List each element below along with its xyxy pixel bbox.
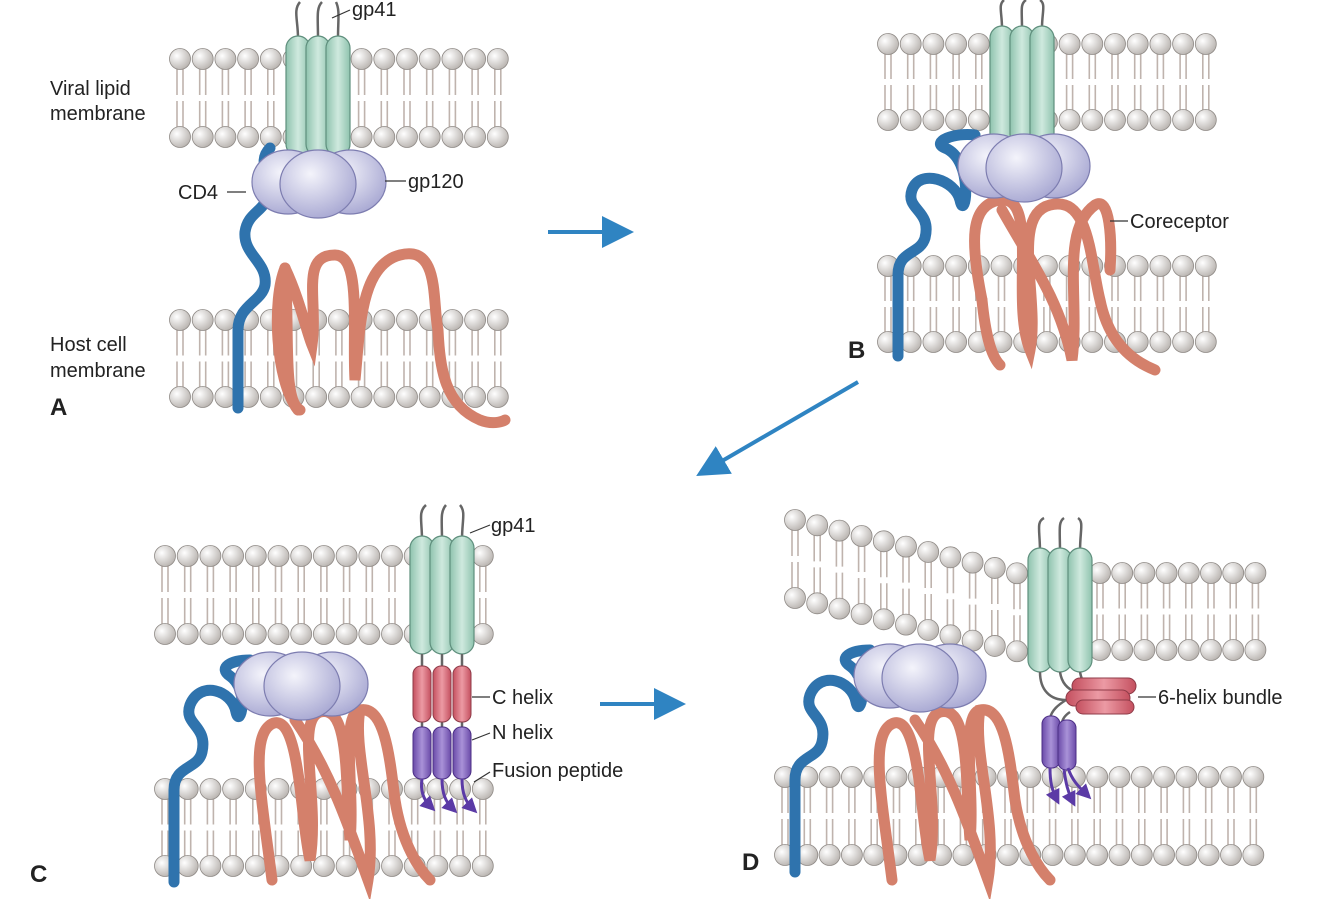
gp41-a <box>285 1 351 157</box>
cd4-label: CD4 <box>178 182 218 204</box>
cd4-d <box>789 644 876 878</box>
panel-b: Coreceptor B <box>848 0 1229 376</box>
gp41-d <box>1027 516 1093 702</box>
fusion-peptide-c <box>419 778 478 814</box>
panel-d: 6-helix bundle D <box>742 516 1283 899</box>
viral-membrane-label-line2: membrane <box>50 103 146 125</box>
c-helix-c <box>412 665 472 723</box>
gp120-label: gp120 <box>408 171 464 193</box>
coreceptor-d <box>873 704 1056 899</box>
gp120-b <box>957 133 1091 203</box>
panel-c: gp41 C helix N helix Fusion peptide C <box>30 504 623 899</box>
viral-membrane-d-right <box>1089 562 1267 661</box>
gp120-d <box>853 643 987 713</box>
coreceptor-label: Coreceptor <box>1130 211 1229 233</box>
panel-label-b: B <box>848 337 865 364</box>
panel-label-d: D <box>742 849 759 876</box>
n-helix-c <box>412 726 472 780</box>
host-membrane-label-line2: membrane <box>50 360 146 382</box>
coreceptor-b <box>969 194 1161 376</box>
panel-a: gp41 gp120 CD4 Viral lipid membrane Host… <box>50 0 511 429</box>
gp41-c <box>409 504 475 728</box>
gp120-a <box>251 149 387 219</box>
six-helix-bundle-label: 6-helix bundle <box>1158 687 1283 709</box>
gp120-c <box>233 651 369 721</box>
six-helix-bundle <box>1041 677 1137 807</box>
viral-membrane-d-left <box>784 509 1028 663</box>
gp41-b <box>989 0 1055 147</box>
coreceptor-c <box>253 704 436 899</box>
n-helix-label: N helix <box>492 722 553 744</box>
host-membrane-b <box>877 255 1217 353</box>
cd4-c <box>168 654 256 888</box>
viral-membrane-label-line1: Viral lipid <box>50 78 131 100</box>
panel-label-a: A <box>50 394 67 421</box>
arrow-b-to-c <box>696 380 860 477</box>
panel-label-c: C <box>30 861 47 888</box>
host-membrane-a <box>169 309 509 408</box>
gp41-label-c: gp41 <box>491 515 536 537</box>
cd4-b <box>892 128 981 362</box>
host-membrane-label-line1: Host cell <box>50 334 127 356</box>
c-helix-label: C helix <box>492 687 553 709</box>
fusion-peptide-label: Fusion peptide <box>492 760 623 782</box>
gp41-label-a: gp41 <box>352 0 397 21</box>
